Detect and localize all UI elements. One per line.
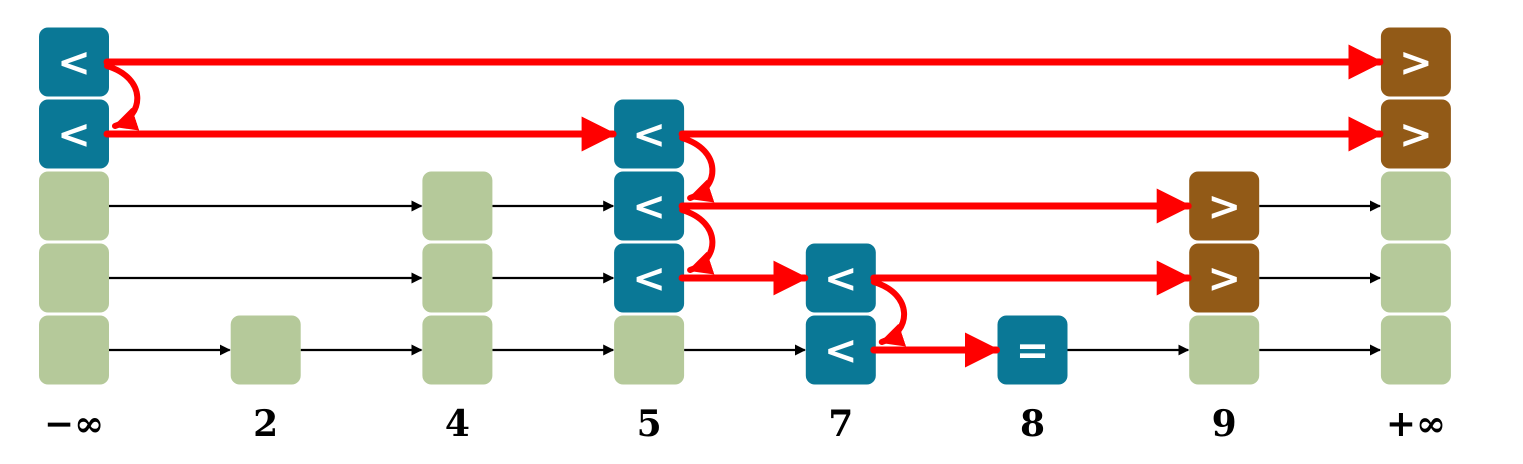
node-box	[1380, 315, 1451, 385]
key-label: −∞	[44, 403, 104, 445]
comparison-symbol: =	[1016, 328, 1050, 374]
node-box	[1380, 99, 1451, 169]
node-box	[422, 315, 493, 385]
node-box	[997, 315, 1068, 385]
drop-arrow	[679, 207, 716, 275]
comparison-symbol: >	[1207, 256, 1241, 302]
node-less: <	[39, 99, 109, 169]
node-empty	[422, 243, 493, 313]
node-empty	[1189, 315, 1260, 385]
node-box	[39, 27, 109, 97]
key-label: 5	[637, 403, 662, 445]
comparison-symbol: <	[632, 256, 666, 302]
node-empty	[230, 315, 301, 385]
node-box	[1189, 171, 1260, 241]
node-box	[39, 171, 109, 241]
node-box	[1380, 243, 1451, 313]
comparison-symbol: <	[632, 184, 666, 230]
drop-arrow	[104, 63, 141, 131]
node-less: <	[805, 315, 876, 385]
node-equal: =	[997, 315, 1068, 385]
node-box	[805, 315, 876, 385]
node-less: <	[614, 99, 685, 169]
comparison-symbol: <	[824, 328, 858, 374]
key-label: 4	[445, 403, 470, 445]
node-less: <	[614, 243, 685, 313]
node-box	[614, 243, 685, 313]
node-box	[805, 243, 876, 313]
node-box	[39, 315, 109, 385]
comparison-symbol: <	[57, 112, 91, 158]
node-box	[1380, 27, 1451, 97]
node-box	[230, 315, 301, 385]
node-empty	[1380, 315, 1451, 385]
search-path	[103, 44, 1384, 368]
node-box	[422, 243, 493, 313]
key-label: 2	[253, 403, 278, 445]
comparison-symbol: <	[57, 40, 91, 86]
node-box	[422, 171, 493, 241]
key-label: 8	[1020, 403, 1045, 445]
node-box	[39, 99, 109, 169]
node-empty	[614, 315, 685, 385]
node-box	[614, 99, 685, 169]
node-empty	[39, 315, 109, 385]
comparison-symbol: <	[632, 112, 666, 158]
comparison-symbol: >	[1399, 40, 1433, 86]
comparison-symbol: <	[824, 256, 858, 302]
node-empty	[39, 171, 109, 241]
key-label: 7	[828, 403, 853, 445]
node-box	[1189, 315, 1260, 385]
key-label: +∞	[1386, 403, 1446, 445]
node-empty	[1380, 243, 1451, 313]
node-empty	[1380, 171, 1451, 241]
node-box	[1380, 171, 1451, 241]
key-labels: −∞ 2 4 5 7 8 9 +∞	[44, 403, 1446, 445]
comparison-symbol: >	[1399, 112, 1433, 158]
node-greater: >	[1380, 99, 1451, 169]
node-empty	[422, 315, 493, 385]
node-less: <	[614, 171, 685, 241]
node-less: <	[805, 243, 876, 313]
node-box	[614, 171, 685, 241]
drop-arrow	[679, 135, 716, 203]
node-box	[1189, 243, 1260, 313]
level-links	[109, 200, 1382, 356]
node-box	[39, 243, 109, 313]
comparison-symbol: >	[1207, 184, 1241, 230]
node-columns: < < < < < < < = > > > >	[39, 27, 1451, 385]
key-label: 9	[1212, 403, 1237, 445]
node-less: <	[39, 27, 109, 97]
node-empty	[422, 171, 493, 241]
node-greater: >	[1189, 171, 1260, 241]
node-greater: >	[1380, 27, 1451, 97]
node-box	[614, 315, 685, 385]
drop-arrow	[870, 279, 908, 347]
node-greater: >	[1189, 243, 1260, 313]
node-empty	[39, 243, 109, 313]
